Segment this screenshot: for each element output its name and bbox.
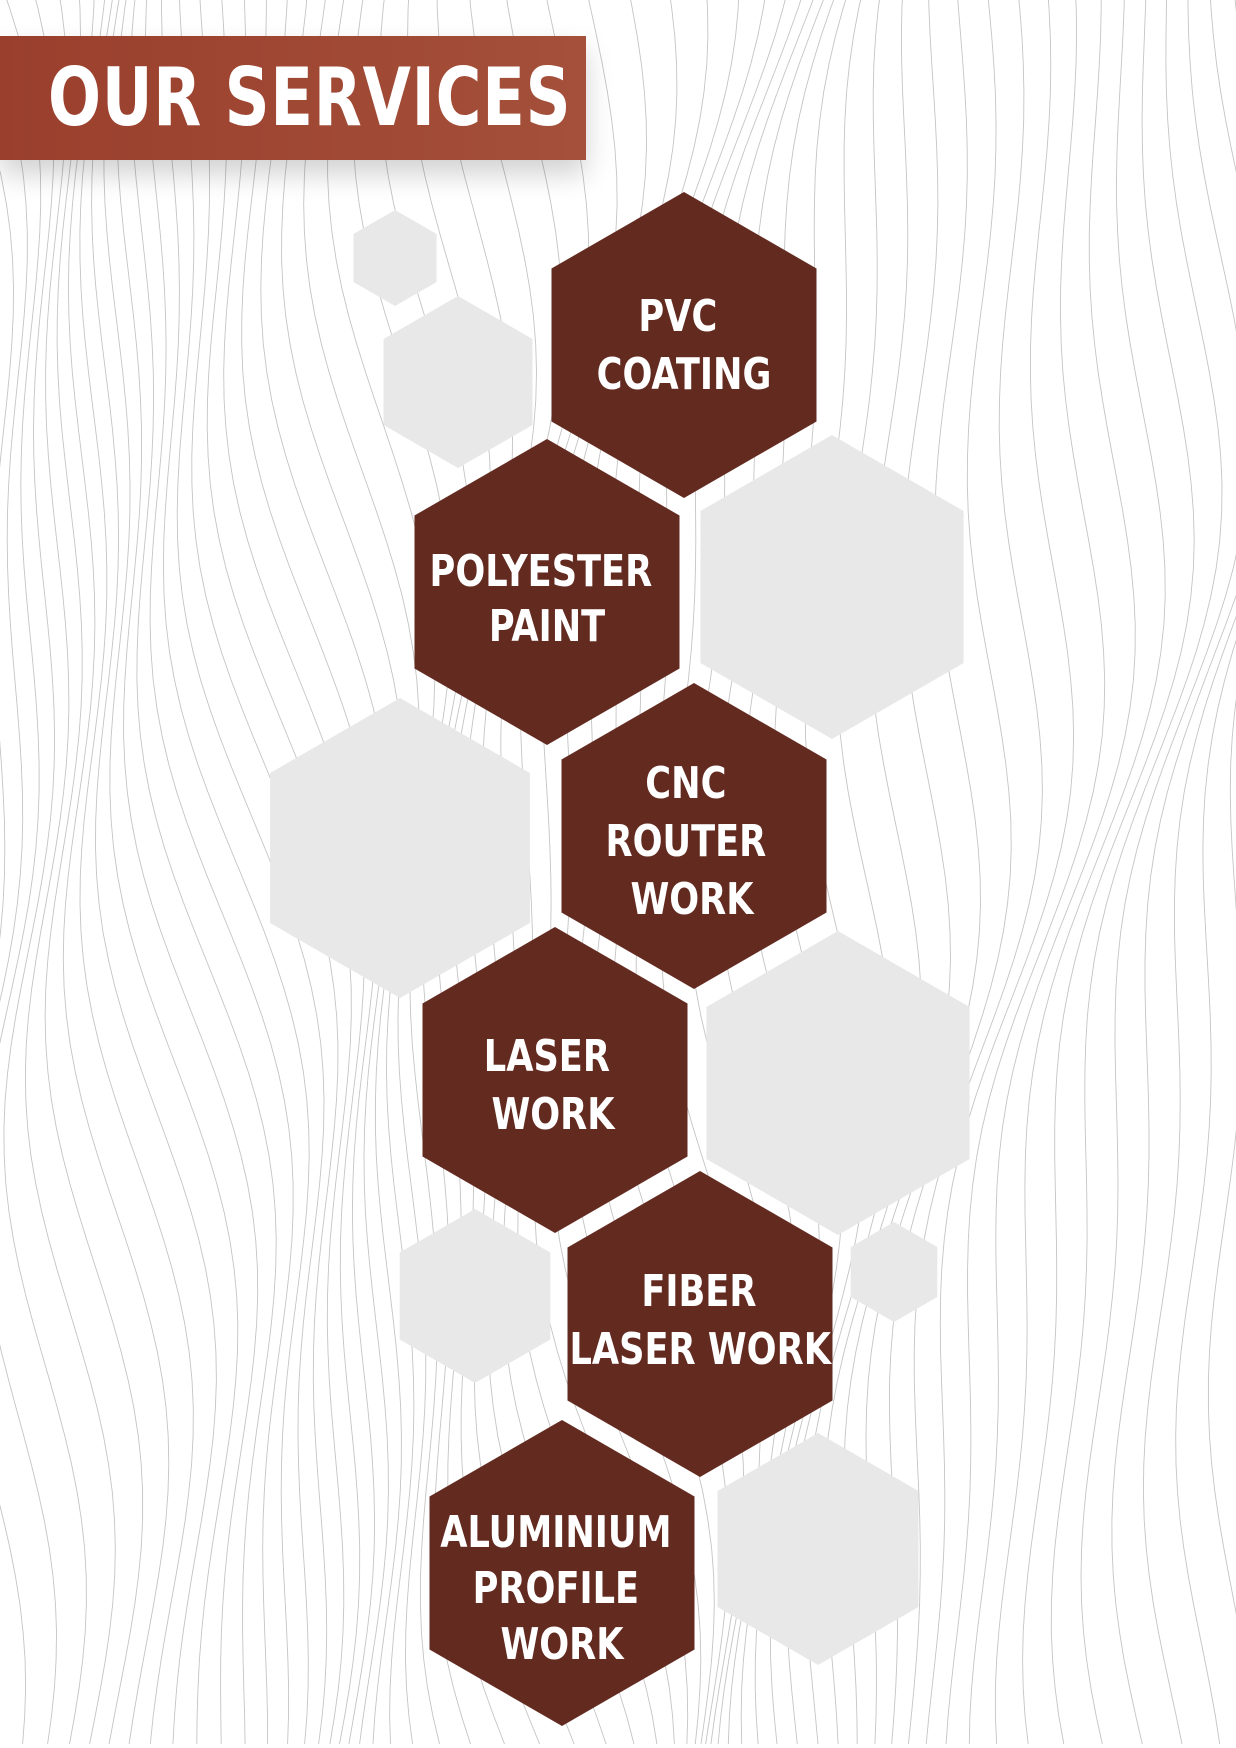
decor-hexagon [399,1209,551,1383]
service-label-line: PROFILE [473,1563,639,1614]
service-label-line: WORK [630,874,755,925]
service-polyester-paint: POLYESTER PAINT [414,439,680,745]
background-wave-line [79,0,194,1745]
decor-hexagon [700,435,964,739]
svg-text:PVC COATING: PVC COATING [597,291,772,400]
background-wave-line [907,0,1043,1745]
background-wave-line [3,0,87,1745]
background-wave-line [0,69,28,1745]
service-label-line: CNC [645,758,726,809]
background-wave-line [1080,0,1236,1745]
service-label-line: ROUTER [606,816,767,867]
background-wave-line [103,0,239,1745]
svg-text:LASER WORK: LASER WORK [484,1031,622,1140]
service-laser-work: LASER WORK [422,927,688,1233]
background-wave-line [925,0,1075,1745]
decor-hexagon [717,1433,919,1665]
service-hexagon [429,1420,695,1726]
decor-hexagon [706,931,970,1235]
svg-text:POLYESTER PAINT: POLYESTER PAINT [430,546,665,652]
background-wave-line [1207,698,1236,1615]
service-aluminium-profile-work: ALUMINIUM PROFILE WORK [429,1420,695,1726]
background-wave-line [44,0,144,1745]
service-label-line: LASER WORK [570,1324,833,1375]
service-hexagon [414,439,680,745]
service-hexagon [561,683,827,989]
service-label-line: PAINT [489,601,605,652]
service-cnc-router-work: CNC ROUTER WORK [561,683,827,989]
background-wave-line [0,169,14,940]
background-wave-line [1111,0,1236,1745]
svg-text:CNC ROUTER WOR: CNC ROUTER WORK [606,758,779,925]
background-wave-line [968,0,1136,1745]
service-label-line: LASER [484,1031,610,1082]
service-pvc-coating: PVC COATING [551,192,817,498]
service-label-line: POLYESTER [430,546,653,597]
background-wave-line [865,0,981,1745]
background-wave-line [161,0,310,1745]
page-title: OUR SERVICES [48,51,572,144]
background-wave-line [994,0,1166,1745]
background-wave-line [0,0,57,1745]
service-label-line: FIBER [641,1266,756,1317]
decor-hexagon [383,296,533,468]
decor-hexagon [850,1222,938,1322]
background-wave-line [130,0,277,1745]
service-hexagon [567,1171,833,1477]
decor-hexagon [270,698,530,998]
background-wave-line [1175,639,1236,1745]
service-hexagon [551,192,817,498]
background-wave-line [116,0,259,1745]
background-wave-line [1022,0,1195,1745]
service-label-line: WORK [500,1619,625,1670]
service-label-line: WORK [491,1089,616,1140]
service-label-line: ALUMINIUM [440,1507,671,1558]
service-fiber-laser-work: FIBER LASER WORK [567,1171,833,1477]
service-hexagon [422,927,688,1233]
background-wave-line [62,0,170,1745]
service-label-line: COATING [597,349,772,400]
background-wave-line [888,0,1012,1745]
background-wave-line [91,0,217,1745]
background-wave-line [1142,0,1236,1745]
background-wave-line [24,0,116,1745]
svg-text:ALUMINIUM PROFILE: ALUMINIUM PROFILE WORK [440,1507,683,1670]
background-wave-line [1050,0,1223,1745]
decor-hexagon [353,210,437,306]
background-wave-line [145,0,294,1745]
title-banner: OUR SERVICES [0,36,586,160]
service-label-line: PVC [638,291,717,342]
background-wave-line [945,0,1106,1745]
svg-text:FIBER LASER WORK: FIBER LASER WORK [570,1266,833,1375]
